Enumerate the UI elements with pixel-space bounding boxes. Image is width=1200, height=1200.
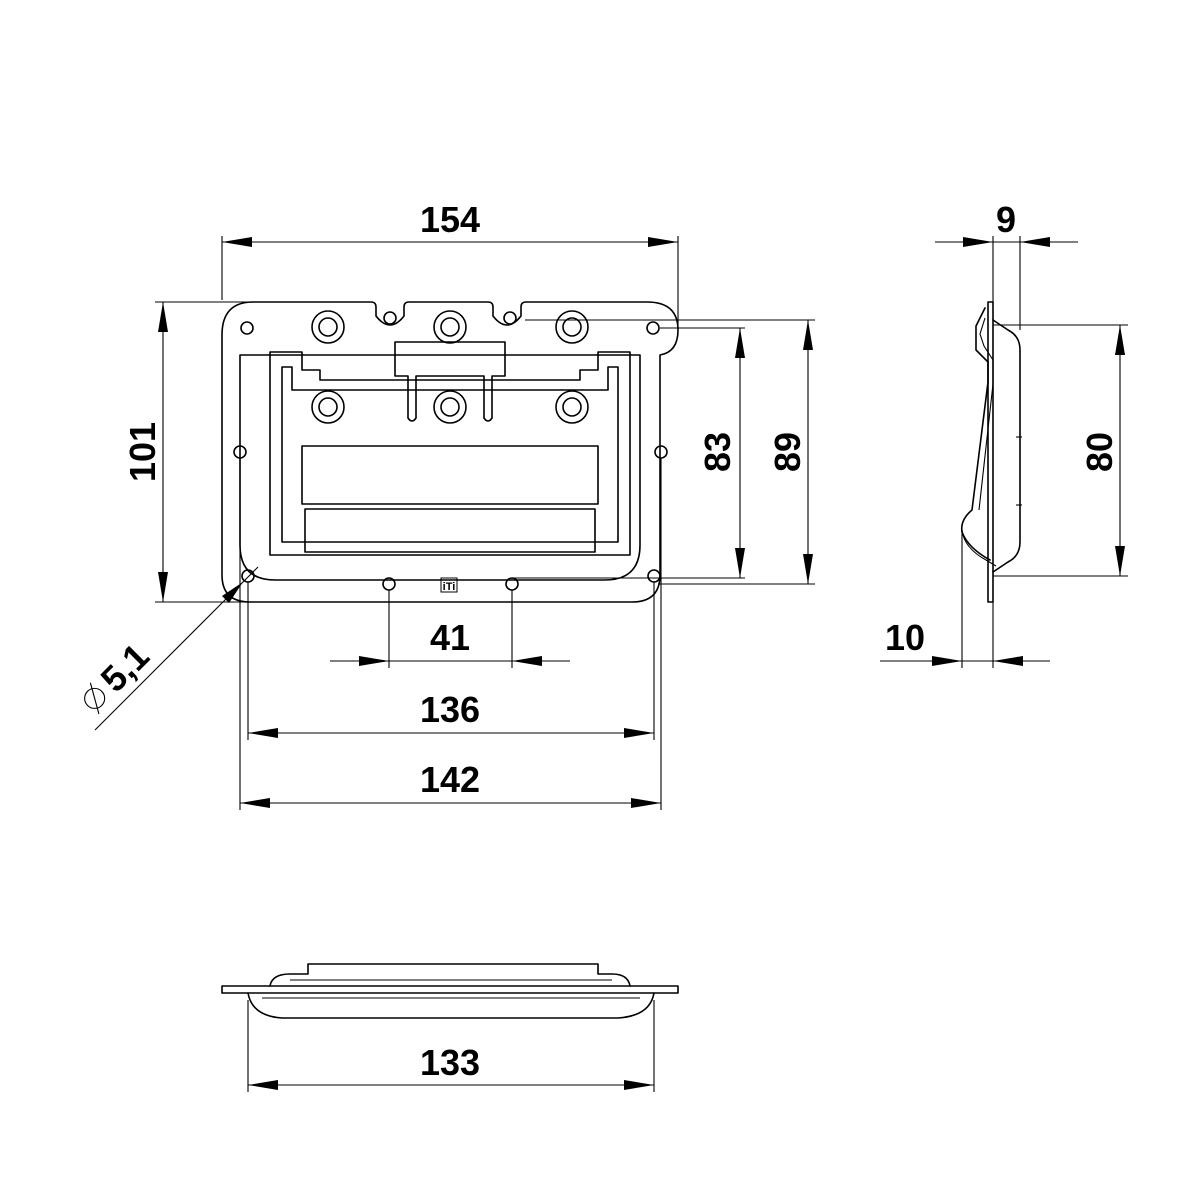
side-view bbox=[960, 301, 1022, 603]
dim-diameter: 5,1 bbox=[84, 635, 157, 715]
front-handle-inner bbox=[281, 366, 619, 543]
bottom-dimensions: 133 bbox=[247, 1000, 655, 1092]
dim-label-80: 80 bbox=[1079, 432, 1120, 472]
hole-notch-right bbox=[503, 311, 517, 325]
rivet-mid-center bbox=[433, 390, 467, 424]
mount-hole-bottom-left bbox=[241, 569, 255, 583]
dim-label-142: 142 bbox=[420, 759, 480, 800]
center-latch bbox=[394, 341, 506, 422]
dim-label-133: 133 bbox=[420, 1042, 480, 1083]
bottom-view bbox=[221, 963, 679, 1019]
hole-notch-left bbox=[383, 311, 397, 325]
rivet-top-left bbox=[311, 310, 345, 344]
side-tray-body bbox=[992, 319, 1021, 573]
dim-label-83: 83 bbox=[697, 432, 738, 472]
logo-mark: iTi bbox=[443, 581, 456, 593]
front-plate-outline bbox=[221, 301, 679, 603]
side-flange bbox=[987, 301, 994, 603]
dim-label-101: 101 bbox=[122, 422, 163, 482]
grip-bar-upper bbox=[301, 445, 599, 505]
mount-hole-side-right bbox=[654, 445, 668, 459]
front-dimensions: 154 101 83 89 41 136 bbox=[84, 199, 815, 810]
rivet-top-right bbox=[555, 310, 589, 344]
dim-label-89: 89 bbox=[767, 432, 808, 472]
front-tray-outline bbox=[239, 354, 641, 581]
dim-label-136: 136 bbox=[420, 689, 480, 730]
bottom-flange bbox=[221, 985, 679, 994]
bottom-tray bbox=[247, 992, 655, 1019]
dim-label-diameter: 5,1 bbox=[93, 635, 157, 699]
dim-label-41: 41 bbox=[430, 617, 470, 658]
side-dimensions: 9 10 80 bbox=[880, 199, 1128, 668]
mount-hole-bottom-right bbox=[647, 569, 661, 583]
rivet-top-center bbox=[433, 310, 467, 344]
dim-label-10: 10 bbox=[885, 617, 925, 658]
rivet-mid-right bbox=[555, 390, 589, 424]
mount-hole-top-right bbox=[646, 321, 660, 335]
dim-label-9: 9 bbox=[996, 199, 1016, 240]
front-view: iTi bbox=[221, 301, 679, 603]
grip-bar-lower bbox=[304, 508, 596, 553]
rivet-mid-left bbox=[311, 390, 345, 424]
mount-hole-top-left bbox=[240, 321, 254, 335]
side-handle bbox=[960, 307, 991, 561]
logo-badge bbox=[440, 577, 458, 593]
dim-label-154: 154 bbox=[420, 199, 480, 240]
bottom-handle bbox=[269, 963, 631, 987]
front-handle-outer bbox=[269, 351, 631, 556]
